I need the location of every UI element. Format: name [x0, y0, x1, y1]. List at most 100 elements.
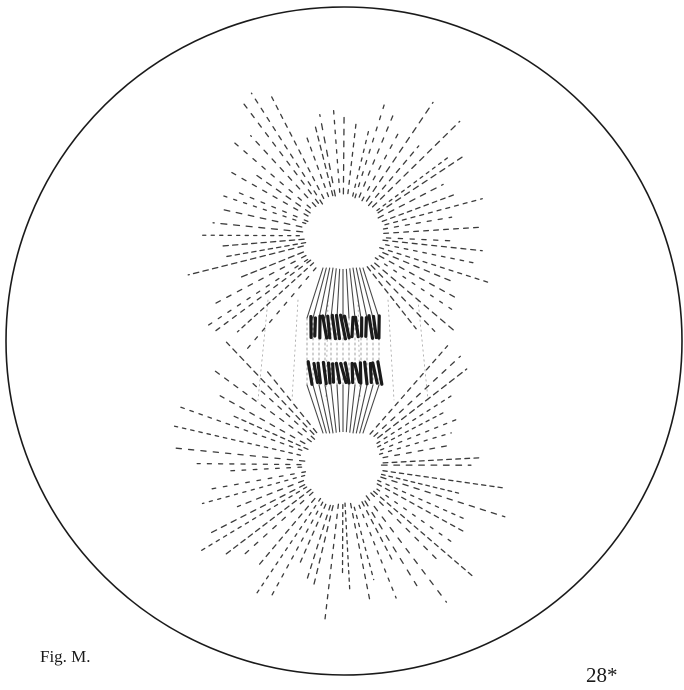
aster-ray	[223, 489, 311, 556]
spindle-fiber	[337, 268, 340, 318]
aster-ray	[221, 209, 302, 227]
aster-ray	[230, 139, 310, 208]
spindle-fiber	[258, 300, 268, 400]
aster-ray	[257, 499, 321, 594]
aster-ray	[382, 194, 456, 222]
aster-ray	[325, 504, 339, 622]
aster-ray	[383, 446, 448, 458]
aster-ray	[188, 246, 303, 275]
aster-ray	[383, 240, 482, 251]
aster-ray	[345, 503, 350, 591]
aster-ray	[198, 235, 299, 236]
chromosome	[315, 318, 316, 336]
chromosome	[352, 317, 353, 336]
aster-ray	[380, 433, 452, 454]
aster-ray	[366, 496, 446, 602]
spindle-fiber	[358, 300, 360, 400]
aster-ray	[227, 342, 314, 434]
chromosome	[370, 364, 371, 383]
page-number: 28*	[586, 663, 618, 688]
aster-ray	[172, 448, 305, 461]
aster-ray	[383, 471, 503, 488]
aster-ray	[307, 505, 330, 579]
aster-ray	[378, 157, 462, 213]
aster-ray	[207, 472, 305, 490]
chromosome	[328, 316, 330, 338]
aster-ray	[369, 146, 419, 206]
chromosome	[356, 317, 359, 336]
aster-ray	[351, 504, 370, 599]
aster-ray	[378, 184, 443, 218]
aster-ray	[224, 467, 301, 471]
aster-ray	[272, 97, 324, 198]
aster-ray	[245, 492, 313, 554]
chromosome	[378, 362, 382, 384]
aster-ray	[375, 263, 455, 331]
chromosome	[365, 362, 367, 384]
spindle-fiber	[292, 300, 298, 400]
aster-ray	[359, 505, 396, 598]
chromosome	[355, 364, 360, 382]
aster-ray	[378, 369, 467, 438]
aster-ray	[333, 108, 339, 193]
aster-ray	[197, 464, 301, 465]
aster-ray	[221, 239, 304, 246]
chromosome	[352, 364, 353, 383]
aster-ray	[210, 485, 305, 534]
aster-ray	[252, 93, 323, 204]
aster-ray	[382, 474, 459, 493]
aster-ray	[251, 136, 316, 207]
aster-ray	[355, 105, 384, 198]
aster-ray	[380, 248, 492, 284]
spindle-fiber	[346, 385, 349, 433]
upper-centrosome	[310, 203, 376, 269]
aster-ray	[238, 263, 314, 332]
spindle-fibers	[258, 268, 428, 433]
aster-ray	[299, 504, 326, 565]
aster-ray	[381, 477, 505, 517]
aster-ray	[383, 458, 479, 463]
chromosome	[318, 363, 320, 383]
spindle-fiber	[346, 268, 349, 318]
aster-ray	[370, 346, 447, 434]
microscope-field-circle	[6, 7, 682, 675]
chromosome	[366, 318, 367, 337]
aster-ray	[180, 407, 302, 450]
aster-ray	[359, 113, 394, 197]
aster-ray	[384, 227, 481, 233]
chromosome	[332, 315, 335, 338]
chromosome	[369, 316, 373, 339]
spindle-fiber	[418, 300, 428, 400]
chromosome	[329, 363, 331, 383]
lower-centrosome	[310, 432, 376, 498]
aster-ray	[377, 396, 451, 443]
aster-ray	[374, 356, 460, 436]
upper-chromosome-group	[311, 315, 379, 339]
spindle-fiber	[388, 300, 394, 400]
chromosome	[323, 363, 326, 384]
aster-ray	[234, 416, 308, 449]
spindle-fiber	[337, 385, 340, 433]
aster-ray	[200, 487, 306, 551]
aster-ray	[374, 491, 474, 577]
aster-ray	[206, 260, 308, 327]
aster-ray	[241, 99, 319, 203]
aster-ray	[373, 121, 460, 206]
aster-ray	[203, 476, 305, 504]
aster-ray	[253, 173, 310, 213]
aster-ray	[377, 489, 454, 543]
aster-ray	[244, 268, 316, 353]
aster-ray	[367, 102, 434, 201]
chromosome	[323, 316, 327, 338]
chromosome	[374, 317, 377, 338]
aster-ray	[266, 370, 317, 433]
aster-ray	[343, 113, 344, 194]
chromosome	[333, 364, 334, 382]
aster-ray	[387, 238, 453, 241]
aster-ray	[237, 192, 308, 221]
aster-ray	[348, 123, 356, 194]
chromosome	[308, 362, 312, 385]
aster-ray	[377, 158, 447, 211]
aster-ray	[362, 133, 399, 201]
